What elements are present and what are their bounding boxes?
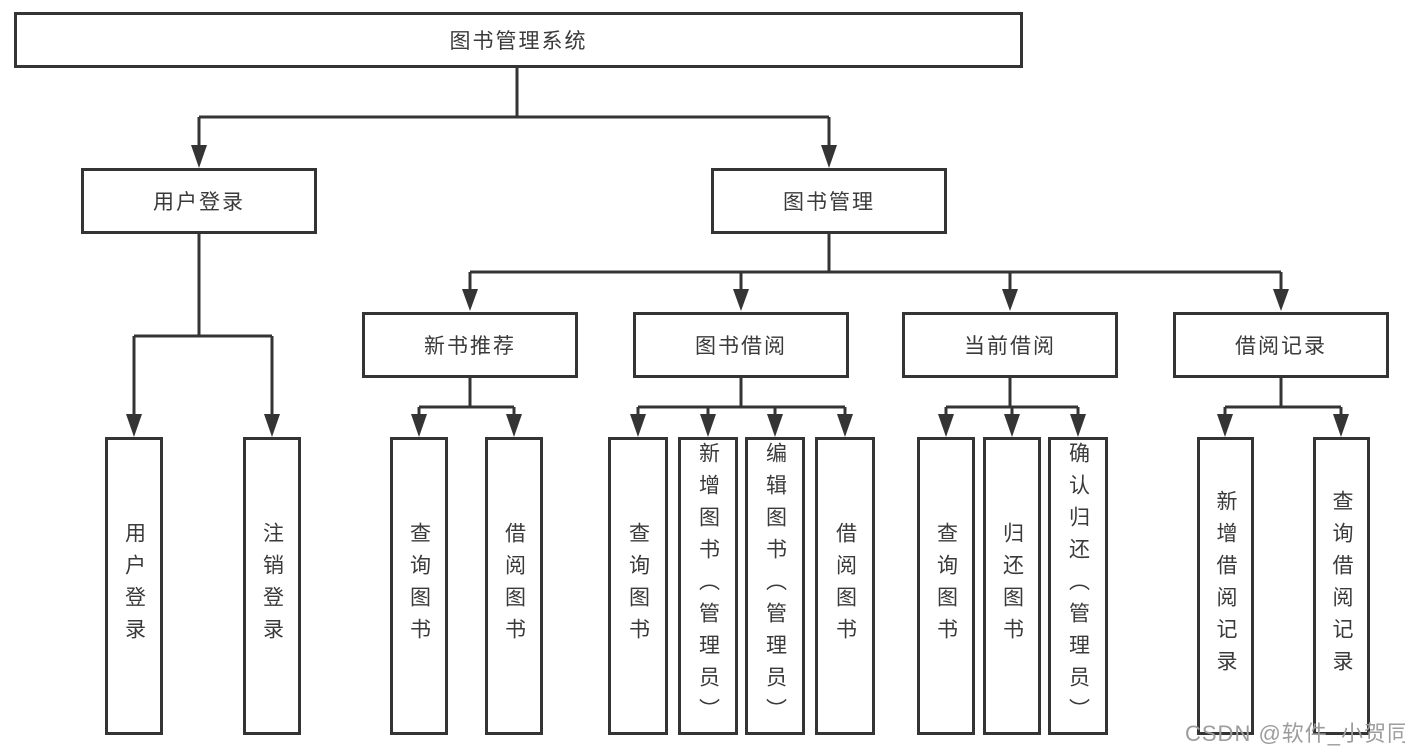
node-label: 当前借阅 — [964, 335, 1056, 358]
watermark: CSDN @软件_小贺同学 — [1185, 721, 1405, 746]
node-label: 新增借阅记录 — [1214, 490, 1237, 682]
node-label: 确认归还（管理员） — [1066, 442, 1090, 730]
node-book-borrow: 图书借阅 — [633, 312, 849, 378]
leaf-user-login: 用户登录 — [105, 437, 163, 735]
leaf-query-books-newbook: 查询图书 — [390, 437, 448, 735]
node-label: 新增图书（管理员） — [696, 442, 720, 730]
node-label: 图书管理系统 — [449, 30, 588, 53]
leaf-add-books-admin: 新增图书（管理员） — [678, 437, 738, 735]
node-label: 查询图书 — [407, 522, 431, 650]
node-label: 用户登录 — [153, 191, 245, 214]
node-label: 用户登录 — [122, 522, 146, 650]
node-label: 编辑图书（管理员） — [763, 442, 787, 730]
node-label: 图书管理 — [783, 191, 875, 214]
leaf-borrow-books: 借阅图书 — [815, 437, 875, 735]
leaf-return-books: 归还图书 — [983, 437, 1041, 735]
node-label: 借阅记录 — [1235, 335, 1327, 358]
leaf-query-borrow-record: 查询借阅记录 — [1313, 437, 1370, 735]
node-label: 查询借阅记录 — [1330, 490, 1353, 682]
leaf-query-books-current: 查询图书 — [917, 437, 975, 735]
node-current-borrow: 当前借阅 — [902, 312, 1118, 378]
node-label: 新书推荐 — [424, 335, 516, 358]
leaf-edit-books-admin: 编辑图书（管理员） — [745, 437, 805, 735]
leaf-borrow-books-newbook: 借阅图书 — [485, 437, 543, 735]
node-library-management-system: 图书管理系统 — [14, 12, 1023, 68]
node-label: 借阅图书 — [833, 522, 857, 650]
node-label: 注销登录 — [260, 522, 284, 650]
node-new-book-recommend: 新书推荐 — [362, 312, 578, 378]
node-book-management: 图书管理 — [711, 168, 947, 234]
node-borrow-record: 借阅记录 — [1173, 312, 1389, 378]
node-label: 查询图书 — [626, 522, 650, 650]
node-user-login: 用户登录 — [81, 168, 317, 234]
leaf-add-borrow-record: 新增借阅记录 — [1197, 437, 1254, 735]
node-label: 图书借阅 — [695, 335, 787, 358]
node-label: 借阅图书 — [502, 522, 526, 650]
node-label: 归还图书 — [1000, 522, 1024, 650]
arrowheads — [126, 145, 1349, 437]
node-label: 查询图书 — [934, 522, 958, 650]
leaf-query-books-borrow: 查询图书 — [608, 437, 668, 735]
leaf-logout: 注销登录 — [243, 437, 301, 735]
leaf-confirm-return-admin: 确认归还（管理员） — [1048, 437, 1108, 735]
